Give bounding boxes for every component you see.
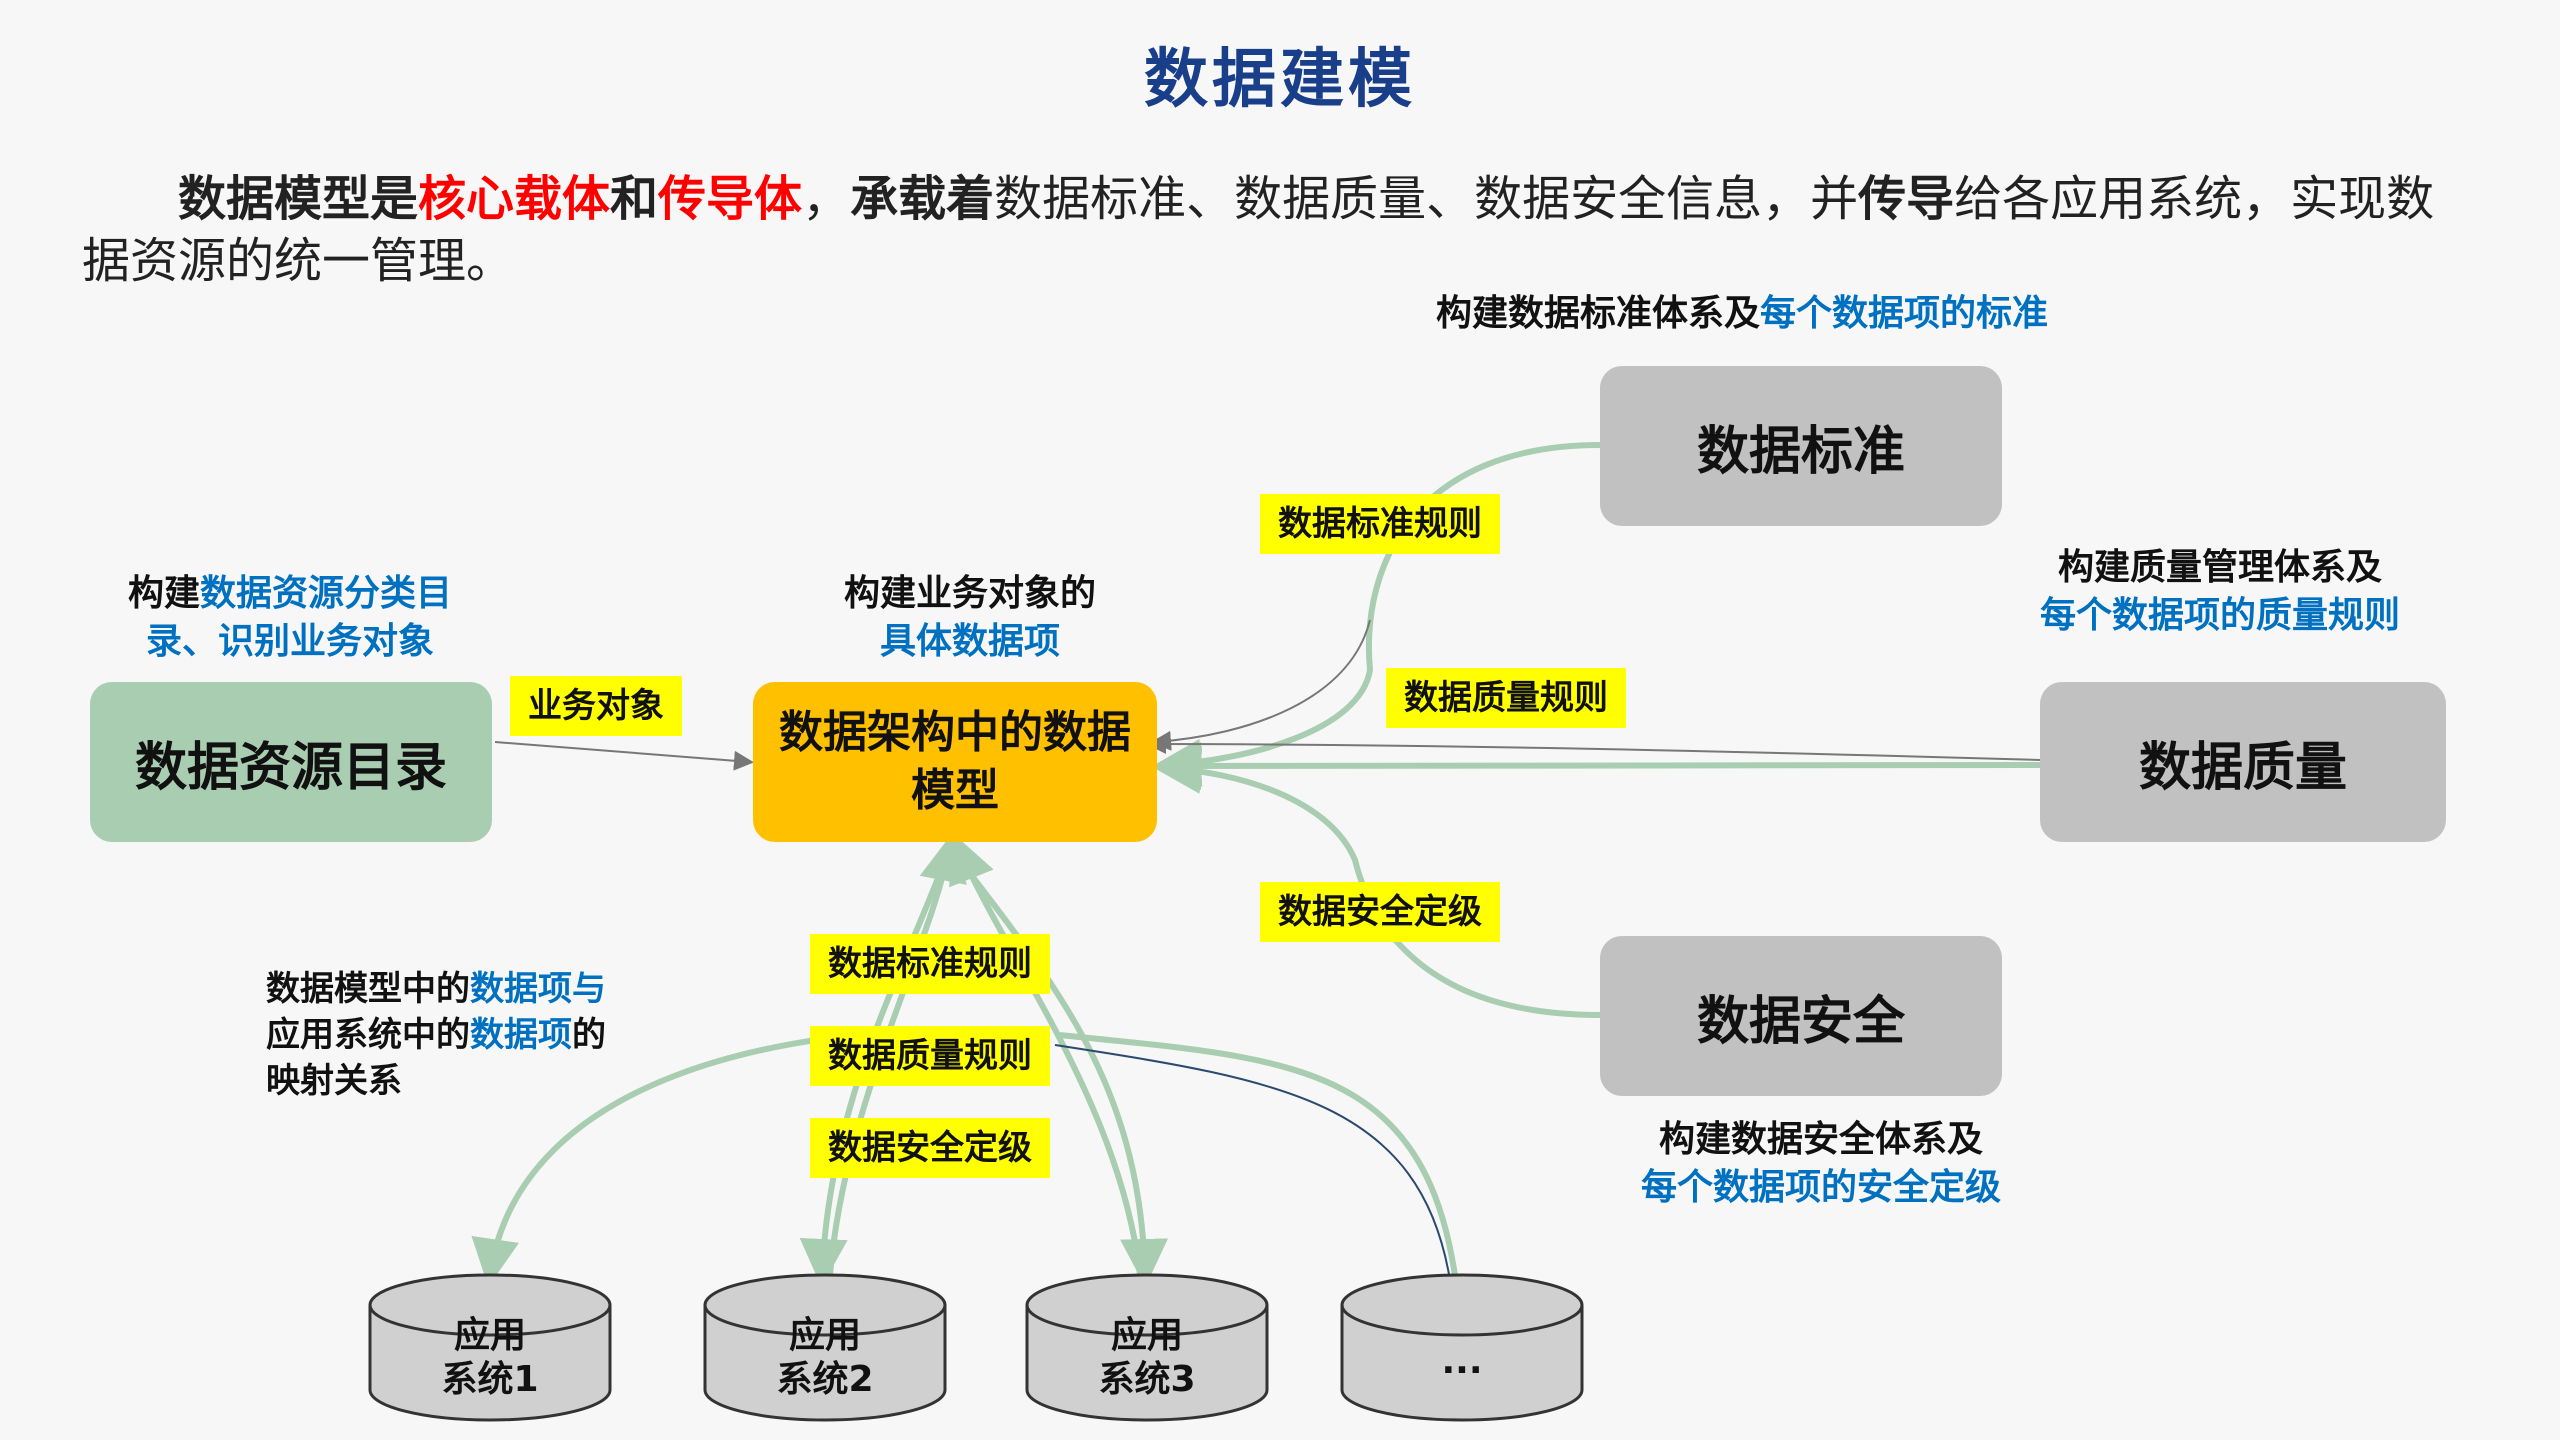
note-highlight: 每个数据项的标准	[1760, 293, 2049, 334]
model-to-system4-arrow	[1059, 1032, 1482, 1332]
page-title: 数据建模	[1144, 43, 1416, 117]
note-text: 构建数据标准体系及	[1436, 293, 1761, 334]
note-text: 映射关系	[266, 1061, 402, 1101]
system-label-line: 应用	[1110, 1315, 1183, 1356]
note-text: 构建数据安全体系及	[1658, 1119, 1983, 1160]
note-text: 应用系统中的	[266, 1015, 470, 1055]
data-catalog-box: 数据资源目录	[90, 682, 492, 842]
intro-text: 和	[610, 171, 659, 227]
note-highlight: 具体数据项	[879, 621, 1060, 662]
note-text: 构建业务对象的	[843, 573, 1096, 614]
security-note: 构建数据安全体系及 每个数据项的安全定级	[1586, 1116, 2056, 1212]
system-label-line: 应用	[788, 1315, 861, 1356]
note-text: 构建质量管理体系及	[2057, 547, 2382, 588]
model-to-system4-thin	[1054, 1044, 1451, 1281]
catalog-note: 构建数据资源分类目录、识别业务对象	[100, 570, 480, 666]
system-label-line: 系统1	[441, 1359, 539, 1400]
model-note: 构建业务对象的 具体数据项	[760, 570, 1180, 666]
system-label-4: ...	[1342, 1340, 1582, 1384]
standard-rule-tag-bottom: 数据标准规则	[810, 934, 1050, 994]
standard-rule-tag: 数据标准规则	[1260, 494, 1500, 554]
mapping-note: 数据模型中的数据项与 应用系统中的数据项的 映射关系	[266, 966, 686, 1104]
intro-highlight: 传导体	[658, 171, 803, 227]
data-quality-box: 数据质量	[2040, 682, 2446, 842]
note-text: 数据模型中的	[266, 969, 470, 1009]
system-cylinder-1	[368, 1273, 612, 1422]
system-label-line: 系统3	[1098, 1359, 1196, 1400]
system-label-3: 应用 系统3	[1027, 1314, 1267, 1402]
catalog-to-model-arrow	[494, 741, 754, 771]
system3-to-model-arrow	[949, 833, 1143, 1276]
data-security-box: 数据安全	[1600, 936, 2002, 1096]
quality-to-model-arrow	[1153, 741, 2041, 790]
data-model-box: 数据架构中的数据模型	[753, 682, 1157, 842]
system-label-line: 应用	[453, 1315, 526, 1356]
system-cylinder-4	[1340, 1273, 1584, 1422]
note-highlight: 每个数据项的安全定级	[1640, 1167, 2001, 1208]
intro-highlight: 核心载体	[418, 171, 611, 227]
standard-note: 构建数据标准体系及每个数据项的标准	[1436, 290, 2156, 338]
security-level-tag-bottom: 数据安全定级	[810, 1118, 1050, 1178]
intro-text: 传导	[1858, 171, 1955, 227]
business-object-tag: 业务对象	[510, 676, 682, 736]
system-cylinder-3	[1025, 1273, 1269, 1422]
quality-to-model-thin	[1146, 734, 2041, 761]
system-cylinder-2	[703, 1273, 947, 1422]
quality-rule-tag-bottom: 数据质量规则	[810, 1026, 1050, 1086]
quality-note: 构建质量管理体系及 每个数据项的质量规则	[1970, 544, 2470, 640]
system-label-2: 应用 系统2	[705, 1314, 945, 1402]
standard-to-model-arrow	[1153, 442, 1601, 787]
intro-text: ，	[802, 171, 851, 227]
intro-text: 承载着	[850, 171, 995, 227]
security-to-model-arrow	[1153, 745, 1601, 1018]
intro-paragraph: 数据模型是核心载体和传导体，承载着数据标准、数据质量、数据安全信息，并传导给各应…	[82, 168, 2482, 292]
quality-rule-tag: 数据质量规则	[1386, 668, 1626, 728]
standard-to-model-thin	[1151, 619, 1371, 751]
intro-text: 数据标准、数据质量、数据安全信息，并	[994, 171, 1859, 227]
security-level-tag: 数据安全定级	[1260, 882, 1500, 942]
system-label-line: ...	[1441, 1341, 1483, 1382]
note-highlight: 数据资源分类目录、识别业务对象	[145, 573, 453, 662]
note-text: 的	[572, 1015, 606, 1055]
note-highlight: 数据项与	[470, 969, 606, 1009]
data-standard-box: 数据标准	[1600, 366, 2002, 526]
intro-text: 数据模型是	[178, 171, 419, 227]
note-highlight: 每个数据项的质量规则	[2039, 595, 2400, 636]
note-text: 构建	[127, 573, 200, 614]
intro-text: 给各应用系统，实现数据资源的统一管理。	[82, 171, 2435, 289]
note-highlight: 数据项	[470, 1015, 572, 1055]
system-label-line: 系统2	[776, 1359, 874, 1400]
system-label-1: 应用 系统1	[370, 1314, 610, 1402]
